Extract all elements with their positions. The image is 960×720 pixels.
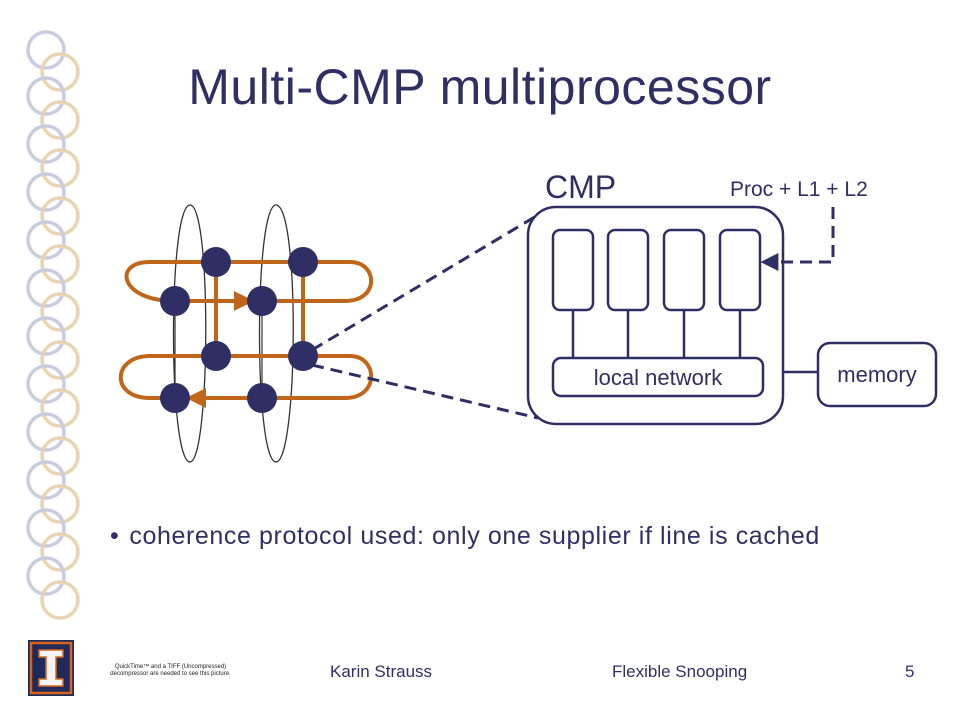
bullet-text: coherence protocol used: only one suppli…	[129, 522, 820, 550]
grid-links	[174, 261, 303, 398]
bullet-point: • coherence protocol used: only one suppl…	[110, 522, 820, 551]
memory-box	[816, 341, 938, 408]
processor-links	[571, 310, 742, 358]
vertical-interconnect-loops	[172, 204, 294, 463]
proc-label: Proc + L1 + L2	[730, 178, 868, 201]
orange-ring-network	[118, 260, 374, 408]
memory-label: memory	[837, 362, 916, 387]
page-number: 5	[905, 662, 915, 681]
decorative-ring-chain	[26, 30, 80, 620]
footer-author: Karin Strauss	[330, 662, 433, 681]
local-network-box	[551, 356, 765, 398]
bullet-dot-icon: •	[110, 522, 120, 550]
quicktime-placeholder-note: QuickTime™ and a TIFF (Uncompressed) dec…	[110, 664, 231, 677]
cmp-nodes	[160, 247, 318, 413]
university-logo	[28, 640, 74, 696]
proc-pointer-arrow	[760, 207, 835, 271]
local-network-label: local network	[594, 365, 723, 390]
footer-subtitle: Flexible Snooping	[612, 662, 748, 681]
slide-title: Multi-CMP multiprocessor	[188, 59, 772, 115]
cmp-label: CMP	[545, 169, 616, 205]
zoom-lines	[311, 213, 539, 420]
